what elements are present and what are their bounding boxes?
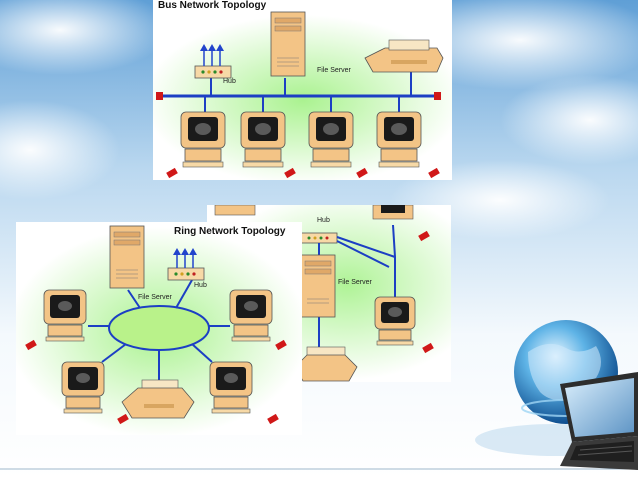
computer-icon xyxy=(209,361,279,425)
computer-icon xyxy=(374,296,434,354)
bus-topology-panel: Bus Network Topology File Server Hub xyxy=(153,0,452,180)
star-file-server-label: File Server xyxy=(338,279,372,286)
printer-icon xyxy=(294,346,358,382)
ring-hub-label: Hub xyxy=(194,282,207,289)
computer-icon xyxy=(240,111,296,179)
terminator-left xyxy=(156,92,163,100)
computer-icon xyxy=(376,111,440,179)
laptop-icon xyxy=(560,372,638,470)
computer-icon xyxy=(25,289,87,351)
computer-icon xyxy=(229,289,287,351)
printer-icon xyxy=(364,39,444,73)
bus-topology-diagram xyxy=(153,11,452,180)
computer-icon xyxy=(308,111,368,179)
ring-topology-diagram xyxy=(16,225,302,435)
hub-icon xyxy=(167,248,205,281)
bus-title: Bus Network Topology xyxy=(158,0,267,11)
cloud xyxy=(0,100,120,200)
printer-icon xyxy=(121,379,195,419)
cloud xyxy=(500,75,638,165)
computer-icon xyxy=(61,361,129,425)
cloud xyxy=(0,0,170,75)
star-hub-label: Hub xyxy=(317,217,330,224)
bus-file-server-label: File Server xyxy=(317,67,351,74)
ring-title: Ring Network Topology xyxy=(174,226,286,237)
ring-file-server-label: File Server xyxy=(138,294,172,301)
file-server-icon xyxy=(270,11,306,77)
hub-icon xyxy=(194,44,232,79)
computer-icon xyxy=(166,111,226,179)
ring-topology-panel: Ring Network Topology File Server Hub xyxy=(16,222,302,435)
computer-icon xyxy=(214,205,256,216)
terminator-right xyxy=(434,92,441,100)
file-server-icon xyxy=(300,254,336,318)
bus-hub-label: Hub xyxy=(223,78,236,85)
file-server-icon xyxy=(109,225,145,289)
